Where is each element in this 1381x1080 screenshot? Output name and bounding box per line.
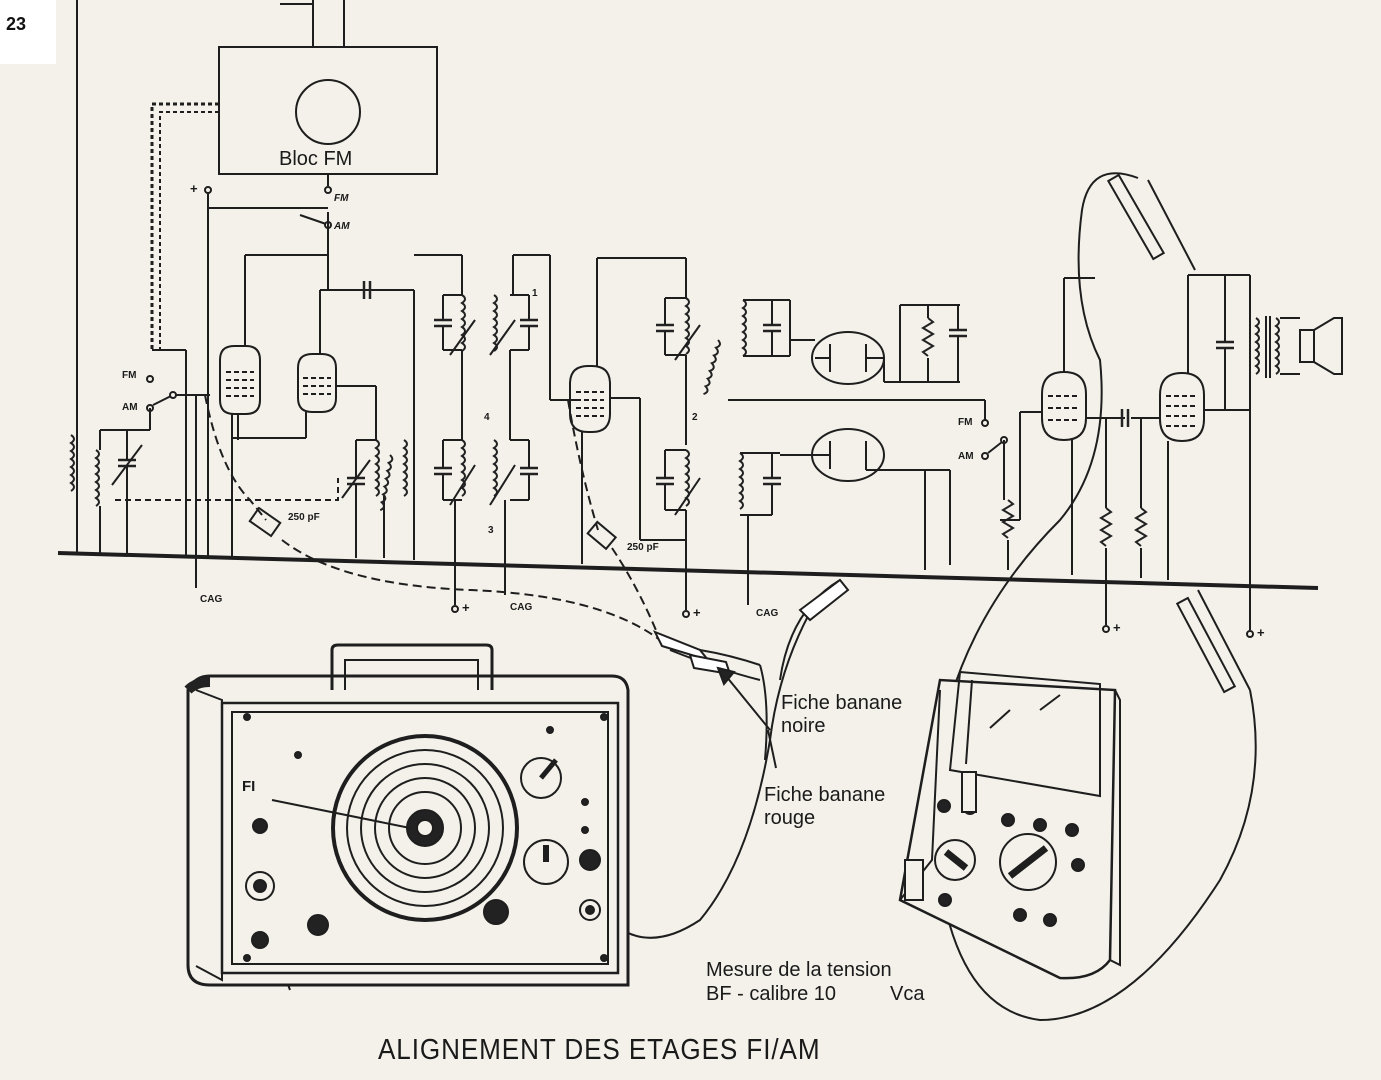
speaker-cone — [1313, 317, 1343, 375]
measure-label-line1: Mesure de la tension — [706, 959, 892, 981]
cag-label-2: CAG — [510, 602, 533, 613]
modulation-knob — [523, 839, 569, 885]
generator-front-panel — [220, 701, 620, 975]
fm-tap-label: FM — [334, 193, 349, 204]
red-plug-label-line2: rouge — [764, 807, 816, 829]
band-selector — [520, 757, 562, 799]
cag-label-1: CAG — [200, 594, 223, 605]
plus-label-1: + — [462, 600, 470, 615]
tube-oscillator — [297, 353, 337, 413]
meter-function-selector — [999, 833, 1057, 891]
red-plug-label-line1: Fiche banane — [764, 784, 886, 806]
plus-label-3: + — [1113, 620, 1121, 635]
coil-number-2: 2 — [692, 412, 698, 423]
generator-dial-label: FI — [242, 778, 256, 795]
tube-output — [1159, 371, 1205, 443]
speaker-magnet — [1299, 329, 1315, 363]
tuning-dial — [331, 734, 519, 922]
coil-number-1: 1 — [532, 288, 538, 299]
black-plug-label-line1: Fiche banane — [781, 692, 903, 714]
fm-switch-2-label: FM — [958, 417, 973, 428]
tube-bf — [1041, 370, 1087, 442]
plus-label-4: + — [1257, 625, 1265, 640]
page-number: 23 — [0, 0, 56, 64]
multimeter-body — [898, 678, 1117, 980]
am-switch-label: AM — [122, 402, 138, 413]
probe-black — [1175, 596, 1237, 694]
crocodile-clip — [798, 578, 850, 622]
knob-attenuator — [483, 899, 509, 925]
socket-right — [579, 899, 601, 921]
cap-250pf-1: 250 pF — [288, 512, 320, 523]
ground-rail — [57, 551, 1319, 590]
measure-label-line2: BF - calibre 10 — [706, 983, 837, 1005]
bloc-fm-tube — [295, 79, 361, 145]
coil-number-4: 4 — [484, 412, 490, 423]
knob-small-2 — [307, 914, 329, 936]
output-socket — [245, 871, 275, 901]
probe-cap-1 — [248, 506, 282, 538]
am-switch-2-label: AM — [958, 451, 974, 462]
coil-number-3: 3 — [488, 525, 494, 536]
generator-handle — [330, 643, 494, 690]
probe-red — [1106, 173, 1166, 261]
plus-label-2: + — [693, 605, 701, 620]
socket-left — [251, 931, 269, 949]
meter-window — [948, 670, 1101, 798]
figure-caption: ALIGNEMENT DES ETAGES FI/AM — [378, 1034, 821, 1066]
am-tap-label: AM — [334, 221, 350, 232]
meter-range-selector — [934, 839, 976, 881]
plus-top-label: + — [190, 181, 198, 196]
black-banana-plug — [652, 630, 711, 662]
fm-switch-label: FM — [122, 370, 137, 381]
tube-if — [569, 365, 611, 433]
knob-small-1 — [252, 818, 268, 834]
toggle-switch — [579, 849, 601, 871]
cap-250pf-2: 250 pF — [627, 542, 659, 553]
measure-unit-label: Vca — [890, 983, 925, 1005]
cag-label-3: CAG — [756, 608, 779, 619]
bloc-fm-label: Bloc FM — [279, 148, 353, 170]
black-plug-label-line2: noire — [781, 715, 826, 737]
probe-cap-2 — [586, 520, 618, 551]
tube-mixer — [219, 345, 261, 415]
meter-test-lead-plug — [904, 859, 924, 901]
